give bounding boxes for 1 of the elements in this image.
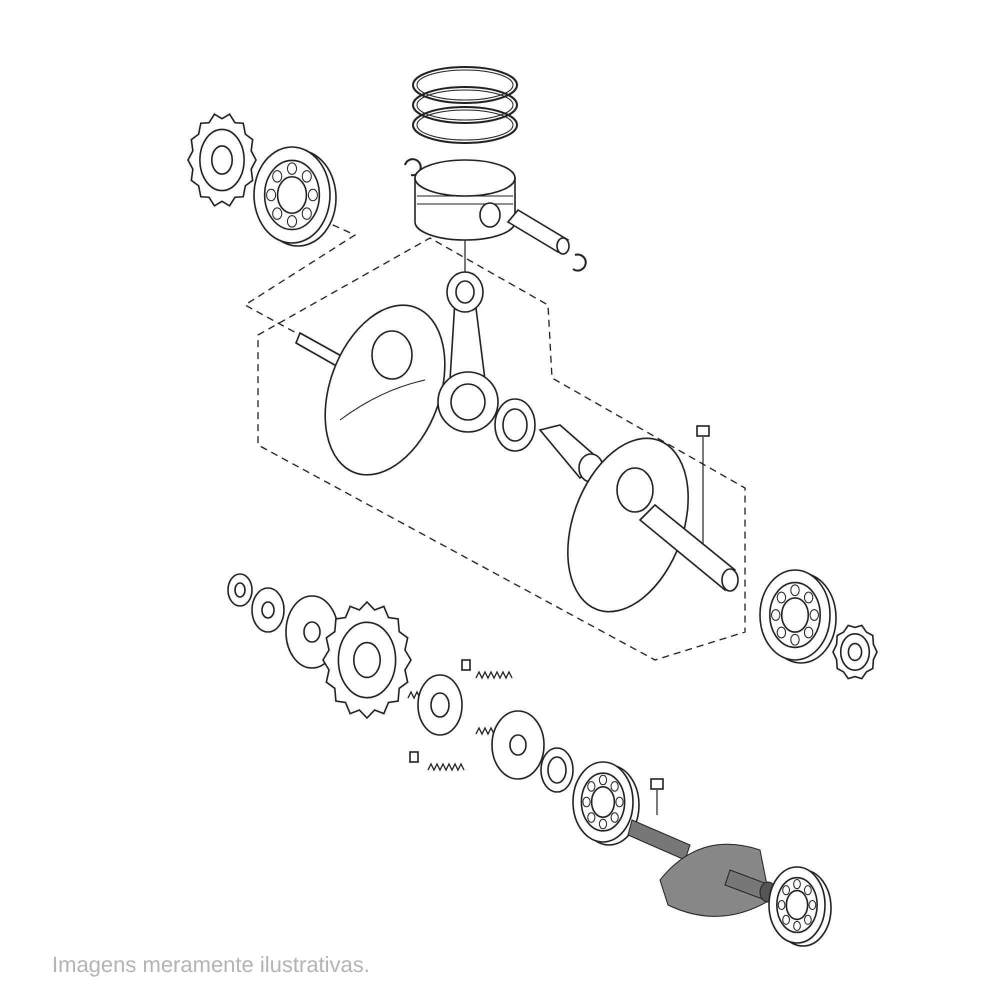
disclaimer-note: Imagens meramente ilustrativas. [52, 951, 370, 979]
